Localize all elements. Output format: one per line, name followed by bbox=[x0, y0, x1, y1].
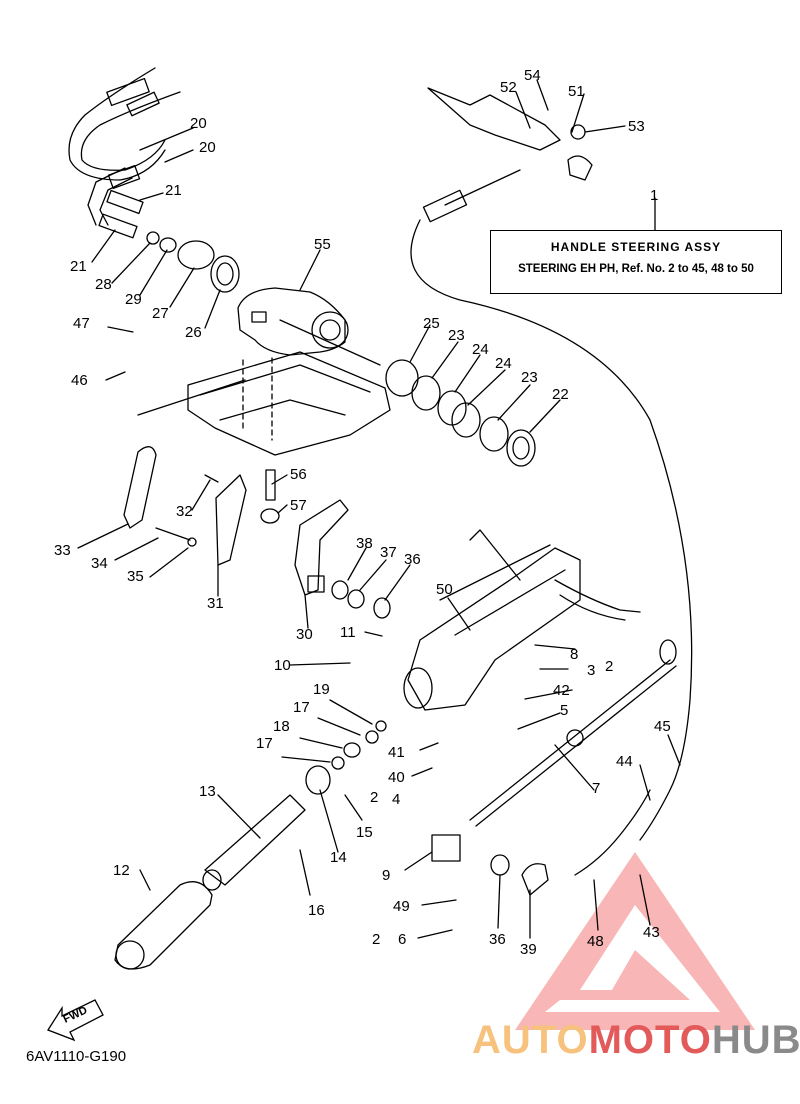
callout-51: 51 bbox=[568, 83, 585, 100]
callout-17: 17 bbox=[256, 735, 273, 752]
callout-25: 25 bbox=[423, 315, 440, 332]
callout-24: 24 bbox=[472, 341, 489, 358]
info-box-title: HANDLE STEERING ASSY bbox=[550, 240, 722, 254]
watermark-triangle-icon bbox=[515, 852, 755, 1030]
callout-20: 20 bbox=[190, 115, 207, 132]
callout-45: 45 bbox=[654, 718, 671, 735]
callout-27: 27 bbox=[152, 305, 169, 322]
callout-28: 28 bbox=[95, 276, 112, 293]
callout-31: 31 bbox=[207, 595, 224, 612]
callout-36: 36 bbox=[404, 551, 421, 568]
callout-4: 4 bbox=[392, 791, 401, 808]
diagram-code: 6AV1110-G190 bbox=[26, 1048, 127, 1065]
watermark-brand: AUTOMOTOHUB bbox=[472, 1020, 800, 1060]
callout-20: 20 bbox=[199, 139, 216, 156]
callout-24: 24 bbox=[495, 355, 512, 372]
callout-30: 30 bbox=[296, 626, 313, 643]
callout-11: 11 bbox=[340, 624, 356, 641]
callout-2: 2 bbox=[372, 931, 381, 948]
callout-50: 50 bbox=[436, 581, 453, 598]
callout-19: 19 bbox=[313, 681, 330, 698]
callout-39: 39 bbox=[520, 941, 537, 958]
callout-12: 12 bbox=[113, 862, 130, 879]
callout-37: 37 bbox=[380, 544, 397, 561]
callout-16: 16 bbox=[308, 902, 325, 919]
callout-46: 46 bbox=[71, 372, 88, 389]
callout-44: 44 bbox=[616, 753, 633, 770]
callout-10: 10 bbox=[274, 657, 291, 674]
callout-38: 38 bbox=[356, 535, 373, 552]
callout-1: 1 bbox=[650, 187, 659, 204]
callout-15: 15 bbox=[356, 824, 373, 841]
callout-32: 32 bbox=[176, 503, 193, 520]
callout-9: 9 bbox=[382, 867, 391, 884]
callout-34: 34 bbox=[91, 555, 108, 572]
fwd-arrow-icon bbox=[47, 999, 104, 1042]
callout-29: 29 bbox=[125, 291, 142, 308]
callout-17: 17 bbox=[293, 699, 310, 716]
callout-52: 52 bbox=[500, 79, 517, 96]
handle-body-50 bbox=[403, 529, 641, 711]
callout-55: 55 bbox=[314, 236, 331, 253]
switch-assy bbox=[422, 87, 593, 223]
callout-18: 18 bbox=[273, 718, 290, 735]
callout-42: 42 bbox=[553, 682, 570, 699]
callout-26: 26 bbox=[185, 324, 202, 341]
callout-43: 43 bbox=[643, 924, 660, 941]
callout-21: 21 bbox=[165, 182, 182, 199]
info-box-subtitle: STEERING EH PH, Ref. No. 2 to 45, 48 to … bbox=[518, 263, 754, 275]
callout-23: 23 bbox=[521, 369, 538, 386]
callout-13: 13 bbox=[199, 783, 216, 800]
callout-33: 33 bbox=[54, 542, 71, 559]
callout-3: 3 bbox=[587, 662, 596, 679]
callout-47: 47 bbox=[73, 315, 90, 332]
grip-12 bbox=[114, 881, 213, 970]
callout-2: 2 bbox=[370, 789, 379, 806]
watermark-part-moto: MOTO bbox=[588, 1018, 712, 1062]
bracket-plate bbox=[137, 319, 391, 456]
callout-40: 40 bbox=[388, 769, 405, 786]
callout-53: 53 bbox=[628, 118, 645, 135]
throttle-cables bbox=[68, 67, 181, 239]
callout-5: 5 bbox=[560, 702, 569, 719]
callout-57: 57 bbox=[290, 497, 307, 514]
watermark-part-hub: HUB bbox=[711, 1018, 800, 1062]
callout-21: 21 bbox=[70, 258, 87, 275]
callout-8: 8 bbox=[570, 646, 579, 663]
callout-23: 23 bbox=[448, 327, 465, 344]
callout-56: 56 bbox=[290, 466, 307, 483]
watermark-part-auto: AUTO bbox=[472, 1018, 589, 1062]
callout-6: 6 bbox=[398, 931, 407, 948]
callout-35: 35 bbox=[127, 568, 144, 585]
callout-7: 7 bbox=[592, 780, 601, 797]
callout-48: 48 bbox=[587, 933, 604, 950]
callout-2: 2 bbox=[605, 658, 614, 675]
callout-14: 14 bbox=[330, 849, 347, 866]
callout-22: 22 bbox=[552, 386, 569, 403]
callout-41: 41 bbox=[388, 744, 405, 761]
callout-36: 36 bbox=[489, 931, 506, 948]
cover-55 bbox=[237, 287, 349, 356]
callout-49: 49 bbox=[393, 898, 410, 915]
info-box: HANDLE STEERING ASSY STEERING EH PH, Ref… bbox=[490, 230, 782, 294]
callout-54: 54 bbox=[524, 67, 541, 84]
